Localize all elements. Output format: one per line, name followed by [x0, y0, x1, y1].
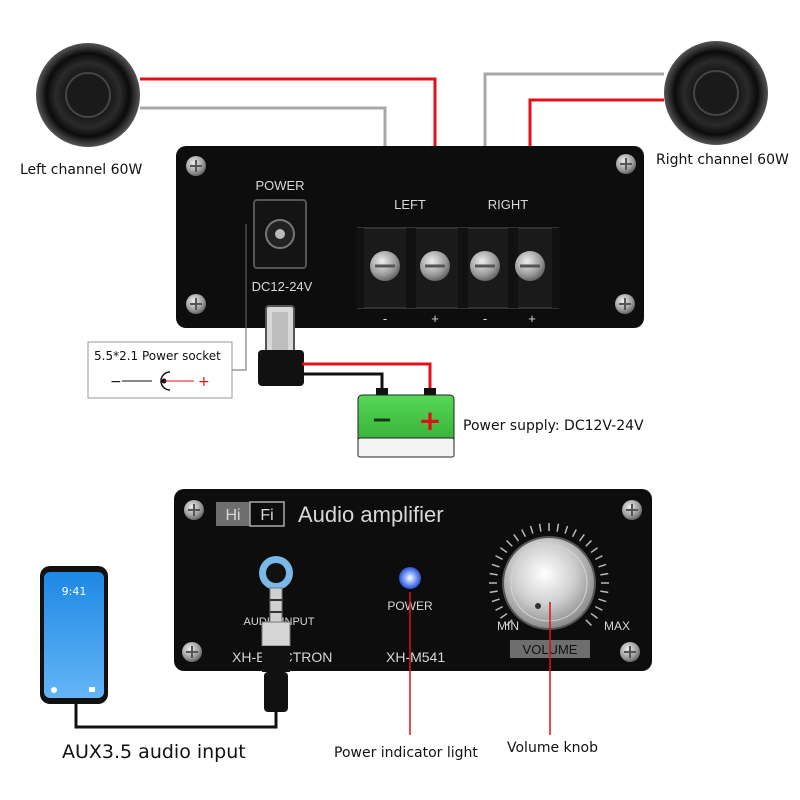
power-socket-label: 5.5*2.1 Power socket [94, 349, 221, 363]
power-supply-wires [302, 362, 432, 392]
polarity-plus: + [198, 374, 210, 390]
volume-tick [513, 534, 520, 542]
volume-tick [594, 605, 603, 611]
hifi-logo-fi: Fi [260, 507, 273, 524]
dc-jack-icon [253, 199, 307, 269]
terminal-sign: + [431, 311, 439, 326]
rear-dc-range-label: DC12-24V [252, 279, 313, 294]
volume-tick [529, 525, 534, 534]
volume-knob-icon [502, 536, 596, 630]
power-socket-callout: 5.5*2.1 Power socket − + [87, 224, 247, 399]
battery-icon: − + [357, 388, 455, 458]
aux-input-label: AUX3.5 audio input [62, 741, 246, 763]
volume-tick [491, 563, 500, 568]
volume-tick [521, 529, 527, 538]
terminal-sign: + [528, 311, 536, 326]
screw-icon [615, 294, 635, 314]
volume-max-label: MAX [604, 619, 630, 633]
terminal-screw-icon [370, 251, 400, 281]
screw-icon [184, 500, 204, 520]
screw-icon [186, 156, 206, 176]
polarity-minus: − [110, 374, 122, 390]
front-panel: Hi Fi Audio amplifier AUDIO INPUT POWER … [174, 489, 652, 671]
model-label: XH-M541 [386, 649, 445, 665]
speaker-left [36, 43, 140, 147]
aux-cable [74, 704, 278, 729]
volume-tick [600, 572, 609, 576]
rear-power-label: POWER [255, 178, 304, 193]
volume-tick [489, 590, 498, 594]
dc-polarity-symbol-icon: − + [110, 371, 210, 391]
callout-lines [409, 592, 551, 735]
screw-icon [616, 154, 636, 174]
speaker-right [664, 41, 768, 145]
hifi-logo-hi: Hi [225, 507, 240, 524]
volume-tick [585, 619, 592, 626]
volume-tick [571, 529, 577, 538]
hifi-logo: Hi Fi [216, 501, 285, 527]
volume-tick [538, 523, 542, 532]
volume-tick [590, 612, 598, 619]
volume-tick [506, 540, 513, 547]
phone-time: 9:41 [62, 585, 87, 598]
rear-panel: POWER DC12-24V LEFT RIGHT [176, 146, 644, 328]
power-indicator-label: Power indicator light [334, 745, 478, 761]
volume-knob-label: Volume knob [507, 740, 598, 756]
volume-tick [489, 572, 498, 576]
terminal-screw-icon [420, 251, 450, 281]
volume-tick [590, 547, 598, 554]
power-supply-label: Power supply: DC12V-24V [463, 418, 644, 434]
volume-tick [495, 555, 504, 561]
audio-jack-icon [259, 556, 293, 590]
screw-icon [622, 500, 642, 520]
rear-left-label: LEFT [394, 197, 426, 212]
volume-tick [556, 523, 560, 532]
volume-tick [598, 563, 607, 568]
volume-tick [564, 525, 569, 534]
volume-tick [578, 534, 585, 542]
speaker-terminal-block [356, 227, 560, 309]
smartphone-icon: 9:41 [40, 566, 108, 704]
screw-icon [182, 642, 202, 662]
volume-min-label: MIN [497, 619, 519, 633]
power-led-icon [399, 567, 421, 589]
dc-plug-icon [258, 305, 304, 386]
volume-tick [585, 540, 592, 547]
terminal-screw-icon [470, 251, 500, 281]
volume-tick [600, 590, 609, 594]
volume-tick [500, 547, 508, 554]
battery-minus-sign: − [371, 405, 393, 435]
front-title: Audio amplifier [298, 502, 444, 527]
volume-scale-ticks [489, 523, 609, 626]
screw-icon [620, 642, 640, 662]
terminal-screw-icon [515, 251, 545, 281]
left-channel-label: Left channel 60W [20, 162, 142, 178]
volume-tick [506, 619, 513, 626]
screw-icon [186, 294, 206, 314]
aux-plug-icon [261, 587, 291, 712]
rear-right-label: RIGHT [488, 197, 529, 212]
terminal-sign: - [383, 311, 387, 326]
volume-tick [495, 605, 504, 611]
right-channel-label: Right channel 60W [656, 152, 789, 168]
volume-tick [491, 598, 500, 603]
volume-tick [500, 612, 508, 619]
battery-plus-sign: + [418, 404, 441, 437]
volume-tick [598, 598, 607, 603]
volume-tick [594, 555, 603, 561]
terminal-sign: - [483, 311, 487, 326]
